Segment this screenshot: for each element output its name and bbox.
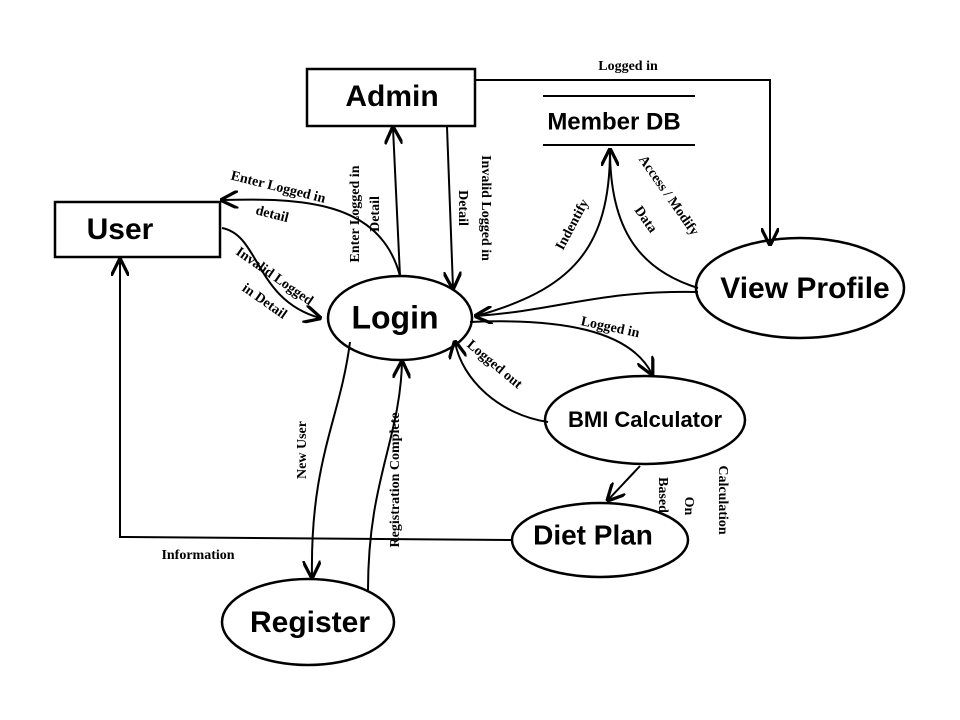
login-label: Login [351,299,438,335]
edge-bmi-to-login [455,342,549,423]
edge-label-invalid-admin-2: Detail [455,190,470,226]
bmi-calculator-label: BMI Calculator [568,407,722,432]
edge-label-logged-out: Logged out [464,337,525,392]
edge-label-information: Information [161,548,234,563]
member-db-label: Member DB [547,108,680,135]
edge-label-logged-in-top: Logged in [598,59,658,74]
edge-login-to-member-db [475,150,610,317]
user-node: User [53,200,222,259]
edge-user-to-login [221,227,320,318]
edge-login-to-bmi [469,320,652,374]
edge-diet-plan-to-user [120,260,513,541]
edge-label-enter-logged-in-admin-2: Detail [368,196,383,232]
edge-label-indentify: Indentify [553,197,592,253]
edge-login-to-user [222,200,401,277]
edge-label-enter-logged-in-admin-1: Enter Logged in [348,165,363,262]
edge-label-based: Based [655,477,670,513]
edge-view-profile-to-member-db [609,149,699,289]
edge-label-on: On [681,497,696,516]
edge-label-access-modify-2: Data [631,204,660,236]
edge-label-enter-logged-in-user-2: detail [254,203,290,226]
member-db-store: Member DB [543,95,695,146]
edge-label-new-user: New User [295,421,310,479]
diet-plan-node: Diet Plan [510,501,690,579]
register-label: Register [250,606,370,639]
edge-admin-to-login [447,126,453,288]
bmi-calculator-node: BMI Calculator [543,374,747,466]
diet-plan-label: Diet Plan [533,519,653,550]
edge-label-invalid-admin-1: Invalid Logged in [478,155,493,261]
edge-register-to-login [367,362,402,591]
admin-label: Admin [345,80,438,113]
view-profile-node: View Profile [694,236,906,340]
edge-admin-to-view-profile [475,79,770,244]
edge-login-to-admin [393,128,400,277]
user-label: User [87,213,154,246]
edge-label-calculation: Calculation [715,465,730,534]
edge-view-profile-to-login [476,290,699,316]
view-profile-label: View Profile [720,272,890,305]
register-node: Register [220,577,396,667]
admin-node: Admin [305,67,477,128]
edge-login-to-register [312,341,351,577]
edge-label-registration-complete: Registration Complete [388,413,403,548]
edge-bmi-to-diet-plan [608,465,641,500]
